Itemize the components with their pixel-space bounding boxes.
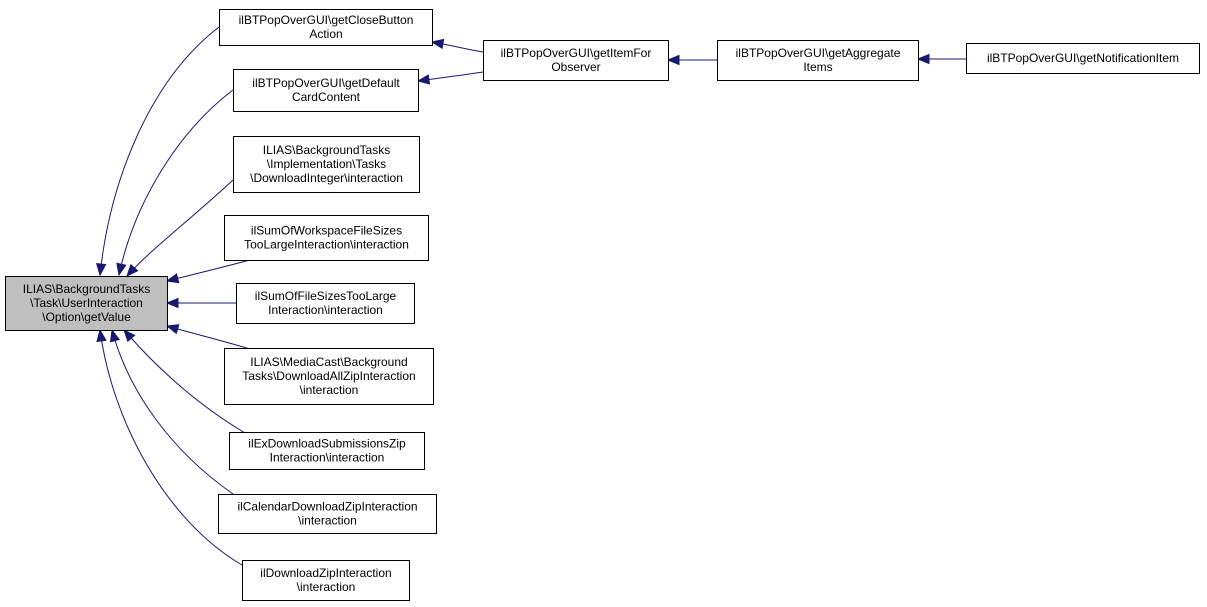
- arrowhead-downloadZip-to-root: [96, 328, 107, 343]
- node-label-line: Action: [309, 27, 342, 41]
- node-label-line: ilCalendarDownloadZipInteraction: [237, 500, 417, 514]
- node-label-line: ILIAS\MediaCast\Background: [250, 355, 407, 369]
- arrowhead-aggregate-to-itemForObserver: [666, 54, 680, 66]
- edge-closeButton-to-root: [99, 26, 220, 276]
- node-sumFile[interactable]: ilSumOfFileSizesTooLargeInteraction\inte…: [236, 283, 415, 324]
- arrowhead-calendar-to-root: [109, 328, 121, 343]
- node-box: [966, 43, 1200, 74]
- node-label-line: ILIAS\BackgroundTasks: [263, 143, 390, 157]
- node-label-line: ilExDownloadSubmissionsZip: [248, 437, 406, 451]
- nodes-layer: ILIAS\BackgroundTasks\Task\UserInteracti…: [5, 9, 1200, 601]
- edge-defaultCard-to-root: [118, 89, 234, 276]
- node-box: [242, 560, 410, 601]
- edge-downloadZip-to-root: [99, 329, 243, 566]
- node-notification[interactable]: ilBTPopOverGUI\getNotificationItem: [966, 43, 1200, 74]
- node-box: [5, 276, 168, 331]
- node-label-line: \DownloadInteger\interaction: [250, 171, 403, 185]
- node-box: [219, 9, 433, 46]
- node-box: [233, 136, 420, 193]
- node-label-line: ILIAS\BackgroundTasks: [23, 282, 150, 296]
- arrowhead-downloadInteger-to-root: [126, 263, 139, 277]
- arrowhead-exDownload-to-root: [123, 329, 136, 343]
- node-mediaCast[interactable]: ILIAS\MediaCast\BackgroundTasks\Download…: [224, 348, 434, 405]
- node-sumWorkspace[interactable]: ilSumOfWorkspaceFileSizesTooLargeInterac…: [224, 215, 429, 261]
- edge-exDownload-to-root: [123, 329, 246, 434]
- edges-layer: [95, 26, 966, 566]
- node-downloadInteger[interactable]: ILIAS\BackgroundTasks\Implementation\Tas…: [233, 136, 420, 193]
- arrowhead-defaultCard-to-root: [116, 262, 127, 277]
- arrowhead-itemForObserver-to-closeButton: [430, 38, 445, 50]
- edge-sumWorkspace-to-root: [166, 259, 251, 282]
- node-label-line: \Option\getValue: [42, 310, 131, 324]
- node-label-line: ilBTPopOverGUI\getDefault: [252, 76, 400, 90]
- node-label-line: CardContent: [292, 90, 361, 104]
- node-label-line: TooLargeInteraction\interaction: [244, 238, 409, 252]
- node-downloadZip[interactable]: ilDownloadZipInteraction\interaction: [242, 560, 410, 601]
- node-calendar[interactable]: ilCalendarDownloadZipInteraction\interac…: [218, 494, 437, 534]
- node-label-line: ilDownloadZipInteraction: [260, 566, 391, 580]
- node-label-line: ilSumOfWorkspaceFileSizes: [251, 224, 402, 238]
- node-label-line: \Task\UserInteraction: [30, 296, 143, 310]
- arrowhead-sumFile-to-root: [165, 297, 179, 309]
- node-label-line: \interaction: [300, 383, 359, 397]
- node-label-line: ilBTPopOverGUI\getCloseButton: [239, 13, 414, 27]
- node-label-line: ilBTPopOverGUI\getNotificationItem: [987, 51, 1179, 65]
- node-box: [218, 494, 437, 534]
- node-label-line: \interaction: [298, 514, 357, 528]
- node-label-line: ilSumOfFileSizesTooLarge: [255, 289, 397, 303]
- node-box: [224, 348, 434, 405]
- arrowhead-sumWorkspace-to-root: [165, 273, 180, 284]
- arrowhead-mediaCast-to-root: [165, 324, 180, 335]
- node-box: [233, 69, 419, 112]
- node-label-line: ilBTPopOverGUI\getAggregate: [736, 46, 901, 60]
- node-box: [236, 283, 415, 324]
- node-box: [229, 432, 425, 470]
- node-box: [717, 40, 919, 81]
- node-label-line: Interaction\interaction: [268, 303, 383, 317]
- node-label-line: ilBTPopOverGUI\getItemFor: [501, 46, 652, 60]
- node-label-line: Interaction\interaction: [270, 451, 385, 465]
- arrowhead-itemForObserver-to-defaultCard: [416, 74, 431, 85]
- node-label-line: Items: [803, 60, 832, 74]
- node-box: [483, 40, 669, 81]
- node-box: [224, 215, 429, 261]
- node-label-line: \Implementation\Tasks: [267, 157, 386, 171]
- edge-downloadInteger-to-root: [126, 179, 234, 277]
- edge-mediaCast-to-root: [166, 325, 251, 350]
- arrowhead-closeButton-to-root: [95, 263, 107, 277]
- node-label-line: Tasks\DownloadAllZipInteraction: [242, 369, 415, 383]
- node-root[interactable]: ILIAS\BackgroundTasks\Task\UserInteracti…: [5, 276, 168, 331]
- node-exDownload[interactable]: ilExDownloadSubmissionsZipInteraction\in…: [229, 432, 425, 470]
- node-label-line: Observer: [551, 60, 600, 74]
- edge-calendar-to-root: [111, 329, 234, 495]
- arrowhead-notification-to-aggregate: [916, 53, 930, 65]
- node-label-line: \interaction: [297, 580, 356, 594]
